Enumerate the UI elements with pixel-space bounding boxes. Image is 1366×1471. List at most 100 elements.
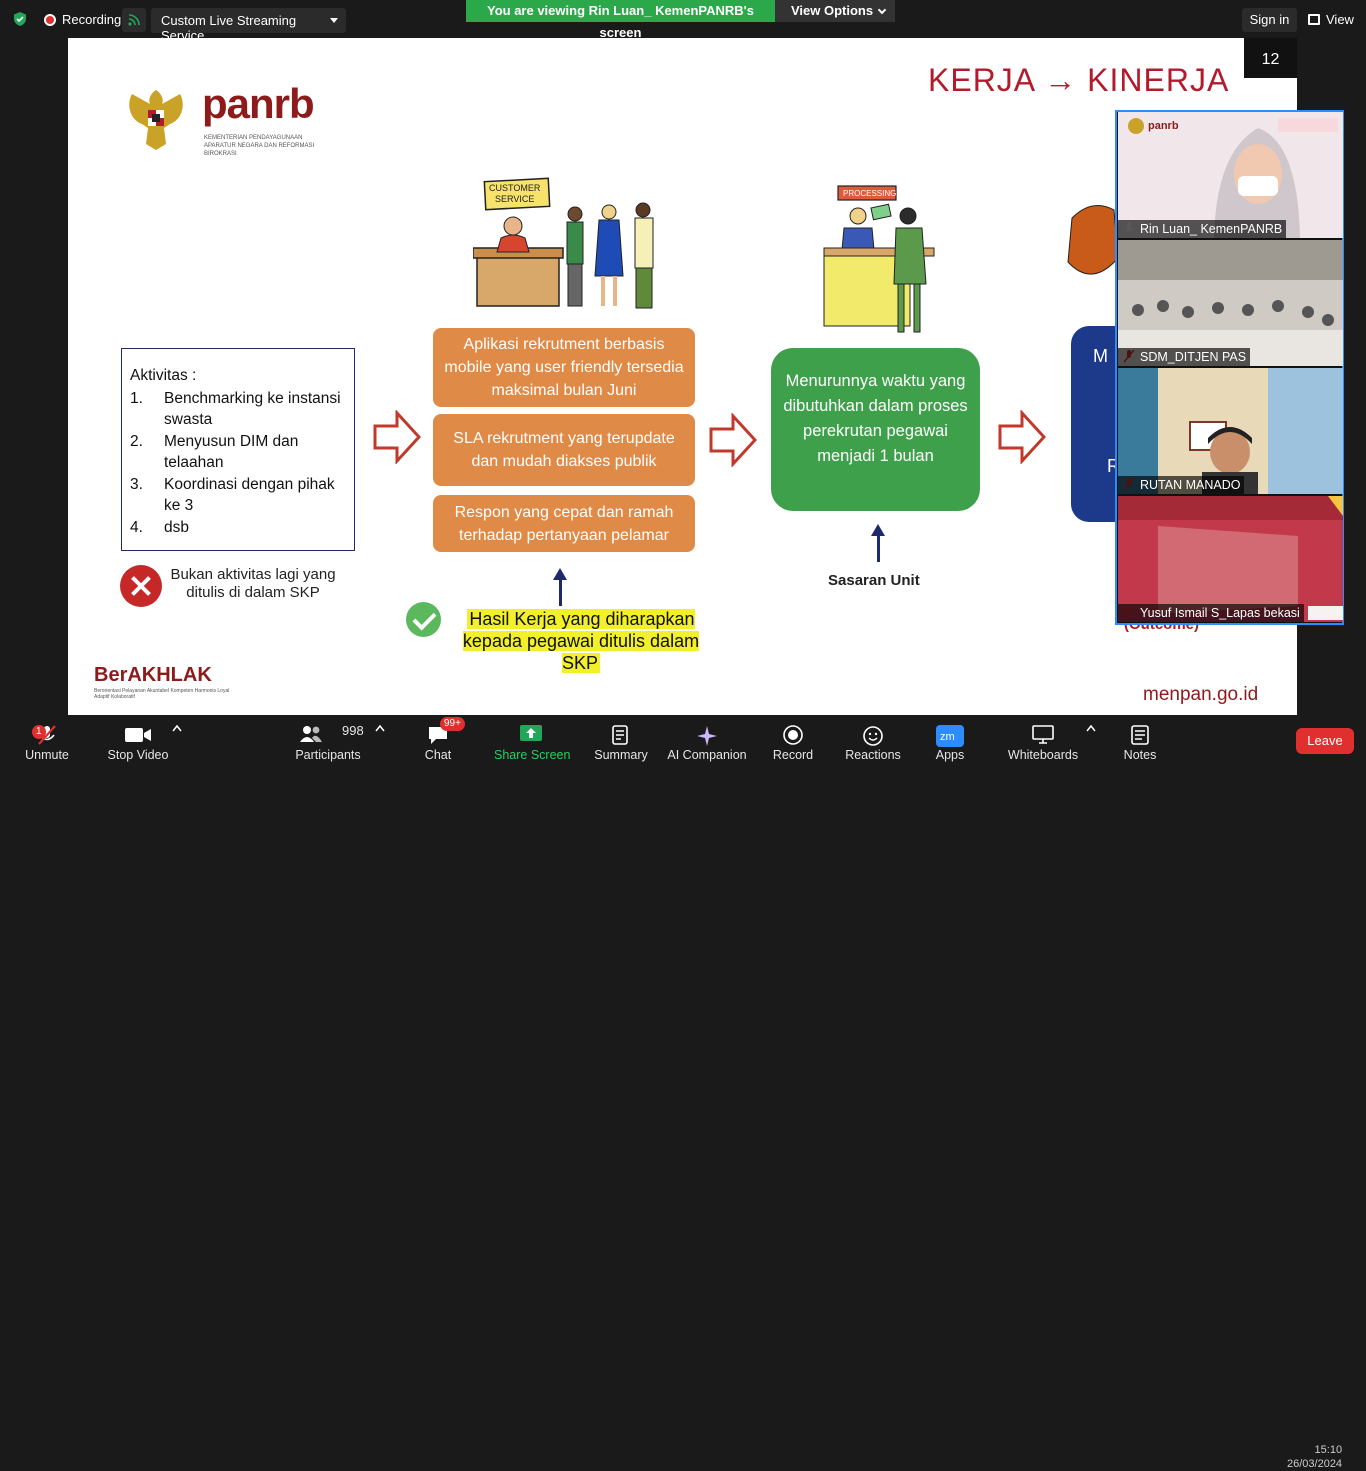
stop-video-label: Stop Video [107,748,169,762]
slide-title: KERJA → KINERJA [928,62,1230,98]
ai-companion-label: AI Companion [667,748,747,762]
orange-box-1: Aplikasi rekrutment berbasis mobile yang… [433,328,695,407]
apps-label: Apps [935,748,965,762]
security-shield-icon[interactable] [12,11,28,27]
participant-name: Rin Luan_ KemenPANRB [1118,220,1287,238]
berakhlak-subtitle: Berorientasi Pelayanan Akuntabel Kompete… [94,688,230,700]
zoom-apps-icon: zm [936,725,964,747]
processing-illustration: PROCESSING [823,185,935,333]
unmute-button[interactable]: 1 Unmute [12,715,82,768]
recording-dot-icon [44,13,56,26]
notes-icon [1131,725,1149,745]
bukan-aktivitas-note: Bukan aktivitas lagi yang ditulis di dal… [170,566,336,601]
live-stream-icon[interactable] [122,8,146,32]
whiteboard-icon [1032,725,1054,744]
apps-button[interactable]: zm Apps [930,715,970,768]
unmute-label: Unmute [25,748,69,762]
item-number: 1. [130,390,143,407]
ai-companion-button[interactable]: AI Companion [666,715,748,768]
website-label: menpan.go.id [1143,684,1259,705]
item-text: Koordinasi dengan pihak ke 3 [164,476,335,514]
share-screen-button[interactable]: Share Screen [494,715,571,768]
customer-service-sign: CUSTOMER [489,183,541,193]
video-tile[interactable]: panrb Rin Luan_ KemenPANRB [1118,112,1343,238]
up-arrow-icon [553,568,567,606]
chevron-up-icon [1086,724,1096,732]
panrb-logo-subtitle: KEMENTERIAN PENDAYAGUNAAN APARATUR NEGAR… [204,135,315,157]
x-circle-icon [120,565,162,607]
sparkle-icon [697,726,717,746]
clock-date: 26/03/2024 [1287,1458,1343,1470]
video-tile[interactable]: SDM_DITJEN PAS [1118,240,1343,366]
list-item: 1.Benchmarking ke instansi swasta [130,388,346,430]
list-item: 2.Menyusun DIM dan telaahan [130,431,346,473]
share-screen-icon [520,725,542,741]
recording-indicator[interactable]: Recording [44,12,121,27]
whiteboards-label: Whiteboards [1007,748,1079,762]
whiteboards-button[interactable]: Whiteboards [1004,715,1082,768]
caret-down-icon [330,18,338,23]
list-item: 4. dsb [130,517,346,538]
summary-button[interactable]: Summary [590,715,652,768]
clock-time: 15:10 [1314,1444,1343,1456]
aktivitas-list: 1.Benchmarking ke instansi swasta 2.Meny… [130,388,346,538]
right-arrow-icon [709,413,757,467]
view-button[interactable]: View [1302,8,1362,32]
item-number: 2. [130,433,143,450]
orange-box-3: Respon yang cepat dan ramah terhadap per… [433,495,695,552]
video-tile[interactable]: RUTAN MANADO [1118,368,1343,494]
stop-video-button[interactable]: Stop Video [100,715,176,768]
aktivitas-box: Aktivitas : 1.Benchmarking ke instansi s… [121,348,355,551]
view-options-label: View Options [791,3,874,18]
meeting-controls-toolbar: 1 Unmute Stop Video 998 Participants 99+… [0,715,1366,1470]
notes-button[interactable]: Notes [1118,715,1162,768]
list-item: 3.Koordinasi dengan pihak ke 3 [130,474,346,516]
view-label: View [1326,12,1354,27]
view-options-button[interactable]: View Options [775,0,895,22]
participant-name: SDM_DITJEN PAS [1118,348,1251,366]
garuda-emblem-icon [129,90,183,150]
live-streaming-service-dropdown[interactable]: Custom Live Streaming Service [151,8,346,43]
chat-label: Chat [424,748,452,762]
participants-icon [300,726,323,742]
right-arrow-icon [373,410,421,464]
chat-bubble-icon [429,727,447,744]
recording-label: Recording [62,12,122,27]
berakhlak-logo: BerAKHLAK [94,664,212,686]
svg-text:PROCESSING: PROCESSING [843,189,896,198]
more-options-caret[interactable] [1082,715,1100,768]
item-text: dsb [164,519,189,536]
sasaran-unit-label: Sasaran Unit [828,572,920,589]
record-button[interactable]: Record [770,715,816,768]
participants-options-caret[interactable] [372,715,388,768]
svg-text:zm: zm [940,731,955,743]
svg-text:SERVICE: SERVICE [495,194,534,204]
clock: 15:10 26/03/2024 [1287,1443,1342,1471]
video-options-caret[interactable] [170,715,184,768]
item-number: 4. [130,519,143,536]
sign-in-button[interactable]: Sign in [1242,8,1297,32]
view-layout-icon [1308,14,1320,25]
shared-screen-slide: panrb KEMENTERIAN PENDAYAGUNAAN APARATUR… [68,38,1297,715]
notes-label: Notes [1123,748,1157,762]
participant-video: panrb [1118,112,1343,238]
rss-icon [128,14,140,26]
video-tile[interactable]: Yusuf Ismail S_Lapas bekasi [1118,496,1343,622]
leave-button[interactable]: Leave [1296,728,1354,754]
participants-button[interactable]: 998 Participants [290,715,366,768]
record-label: Record [772,748,814,762]
video-camera-icon [125,728,151,742]
participant-video-panel: panrb Rin Luan_ KemenPANRB SDM_DITJEN PA… [1115,110,1344,625]
chat-button[interactable]: 99+ Chat [412,715,465,768]
participant-name: RUTAN MANADO [1118,476,1245,494]
chevron-down-icon [877,5,887,15]
chevron-up-icon [172,724,182,732]
share-screen-label: Share Screen [494,748,571,762]
orange-box-2: SLA rekrutment yang terupdate dan mudah … [433,414,695,486]
hasil-kerja-text: Hasil Kerja yang diharapkan kepada pegaw… [462,609,700,673]
page-number: 12 [1244,38,1297,78]
reactions-button[interactable]: Reactions [842,715,904,768]
chat-badge: 99+ [440,717,465,731]
summary-label: Summary [594,748,648,762]
record-icon [783,725,803,745]
